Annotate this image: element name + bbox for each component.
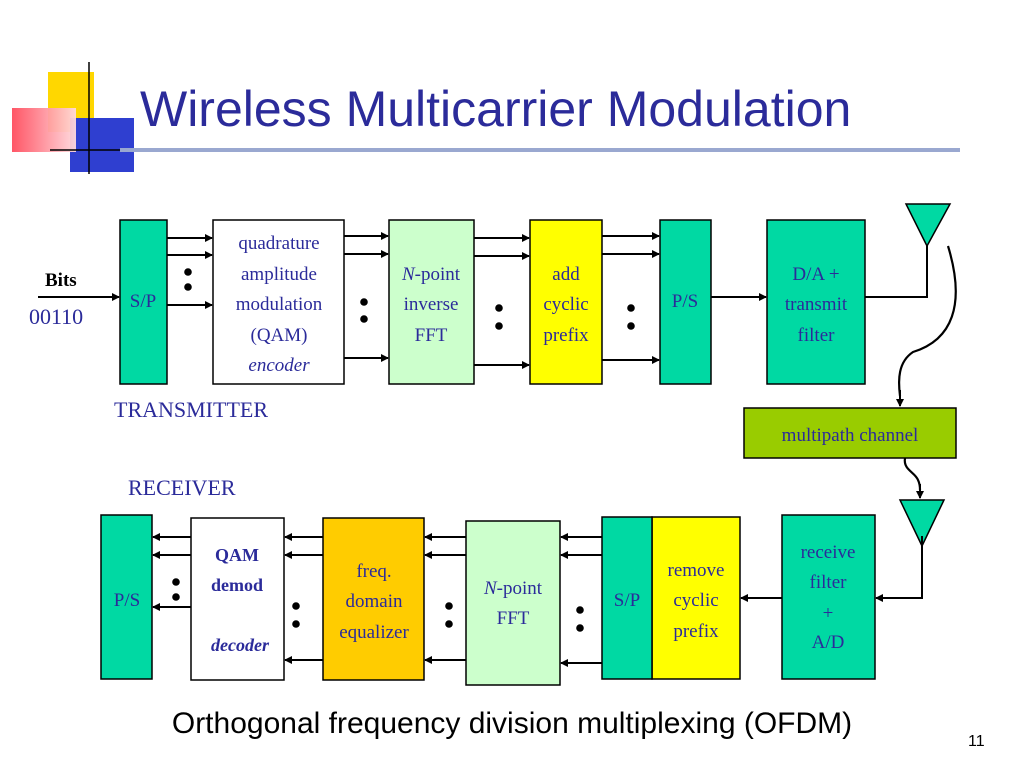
ellipsis-dot [627, 304, 635, 312]
slide-caption: Orthogonal frequency division multiplexi… [171, 707, 853, 740]
slide-title: Wireless Multicarrier Modulation [140, 81, 852, 137]
rx-fft-block [465, 520, 561, 686]
multipath-channel-label: multipath channel [782, 425, 919, 446]
rx-sp-label: S/P [614, 590, 640, 611]
blue-square [70, 118, 134, 172]
transmitter-section: Bits 00110 S/P quadrature amplitude modu… [29, 203, 952, 422]
rx-qam-line: decoder [211, 635, 270, 655]
rx-fft-n: N [483, 578, 498, 599]
tx-sp-label: S/P [130, 291, 156, 312]
tx-ps-label: P/S [672, 291, 698, 312]
ellipsis-dot [172, 593, 180, 601]
rx-filter-line: + [823, 603, 834, 624]
ellipsis-dot [445, 620, 453, 628]
rx-ps-block [100, 514, 153, 680]
tx-ifft-block [388, 219, 475, 385]
channel-section: multipath channel [743, 245, 957, 499]
bits-value: 00110 [29, 304, 83, 329]
ellipsis-dot [292, 620, 300, 628]
receiver-label: RECEIVER [128, 475, 236, 500]
tx-ifft-point: -point [415, 264, 461, 285]
transmitter-label: TRANSMITTER [114, 397, 268, 422]
receiver-section: RECEIVER receive filter + A/D remove cyc… [100, 475, 946, 686]
rx-filter-line: A/D [812, 632, 845, 653]
ellipsis-dot [172, 578, 180, 586]
ellipsis-dot [627, 322, 635, 330]
ellipsis-dot [360, 298, 368, 306]
tx-da-line: D/A + [792, 264, 839, 285]
rx-qam-line: QAM [215, 545, 259, 565]
ellipsis-dot [576, 606, 584, 614]
rx-qam-line: demod [211, 575, 263, 595]
tx-ifft-line1: N-point [401, 264, 461, 285]
rx-fft-line2: FFT [497, 608, 530, 629]
title-underline [120, 148, 960, 152]
rx-sp-block [601, 516, 653, 680]
channel-out-curve [903, 457, 922, 491]
tx-antenna-feed [865, 232, 928, 298]
rx-remove-cp-block [651, 516, 741, 680]
tx-qam-line: (QAM) [251, 325, 308, 346]
tx-ifft-line: FFT [415, 325, 448, 346]
tx-da-line: filter [798, 325, 836, 346]
tx-cp-line: cyclic [543, 294, 588, 315]
tx-da-line: transmit [785, 294, 848, 315]
rx-fft-line1: N-point [483, 578, 543, 599]
rx-cp-line: cyclic [673, 590, 718, 611]
page-number: 11 [968, 733, 985, 750]
red-square [12, 108, 76, 152]
rx-antenna-icon [898, 499, 946, 548]
rx-fft-point: -point [497, 578, 543, 599]
propagation-curve [897, 245, 957, 397]
rx-filter-line: receive [801, 542, 856, 563]
rx-filter-ad-block [781, 514, 876, 680]
rx-filter-line: filter [810, 572, 848, 593]
tx-sp-block [119, 219, 168, 385]
ellipsis-dot [576, 624, 584, 632]
ellipsis-dot [184, 283, 192, 291]
tx-da-filter-block [766, 219, 866, 385]
corner-decoration [12, 62, 135, 174]
rx-antenna-feed [875, 536, 923, 602]
tx-qam-line: encoder [248, 355, 310, 376]
rx-eq-line: equalizer [339, 622, 409, 643]
rx-eq-line: freq. [356, 561, 391, 582]
ellipsis-dot [184, 268, 192, 276]
tx-ifft-n: N [401, 264, 416, 285]
ellipsis-dot [360, 315, 368, 323]
tx-antenna-icon [904, 203, 952, 248]
rx-cp-line: prefix [673, 621, 719, 642]
rx-equalizer-block [322, 517, 425, 681]
ellipsis-dot [495, 304, 503, 312]
tx-qam-line: modulation [236, 294, 323, 315]
rx-ps-label: P/S [114, 590, 140, 611]
rx-eq-line: domain [346, 591, 403, 612]
ellipsis-dot [495, 322, 503, 330]
bits-label: Bits [45, 270, 77, 291]
tx-qam-line: amplitude [241, 264, 317, 285]
tx-qam-encoder-block [212, 219, 345, 385]
tx-qam-line: quadrature [238, 233, 319, 254]
tx-add-cp-block [529, 219, 603, 385]
ellipsis-dot [445, 602, 453, 610]
rx-cp-line: remove [668, 560, 725, 581]
tx-cp-line: prefix [543, 325, 589, 346]
ellipsis-dot [292, 602, 300, 610]
multipath-channel-block [743, 407, 957, 459]
rx-qam-decoder-block [190, 517, 285, 681]
tx-ps-block [659, 219, 712, 385]
tx-cp-line: add [552, 264, 580, 285]
tx-ifft-line: inverse [404, 294, 459, 315]
